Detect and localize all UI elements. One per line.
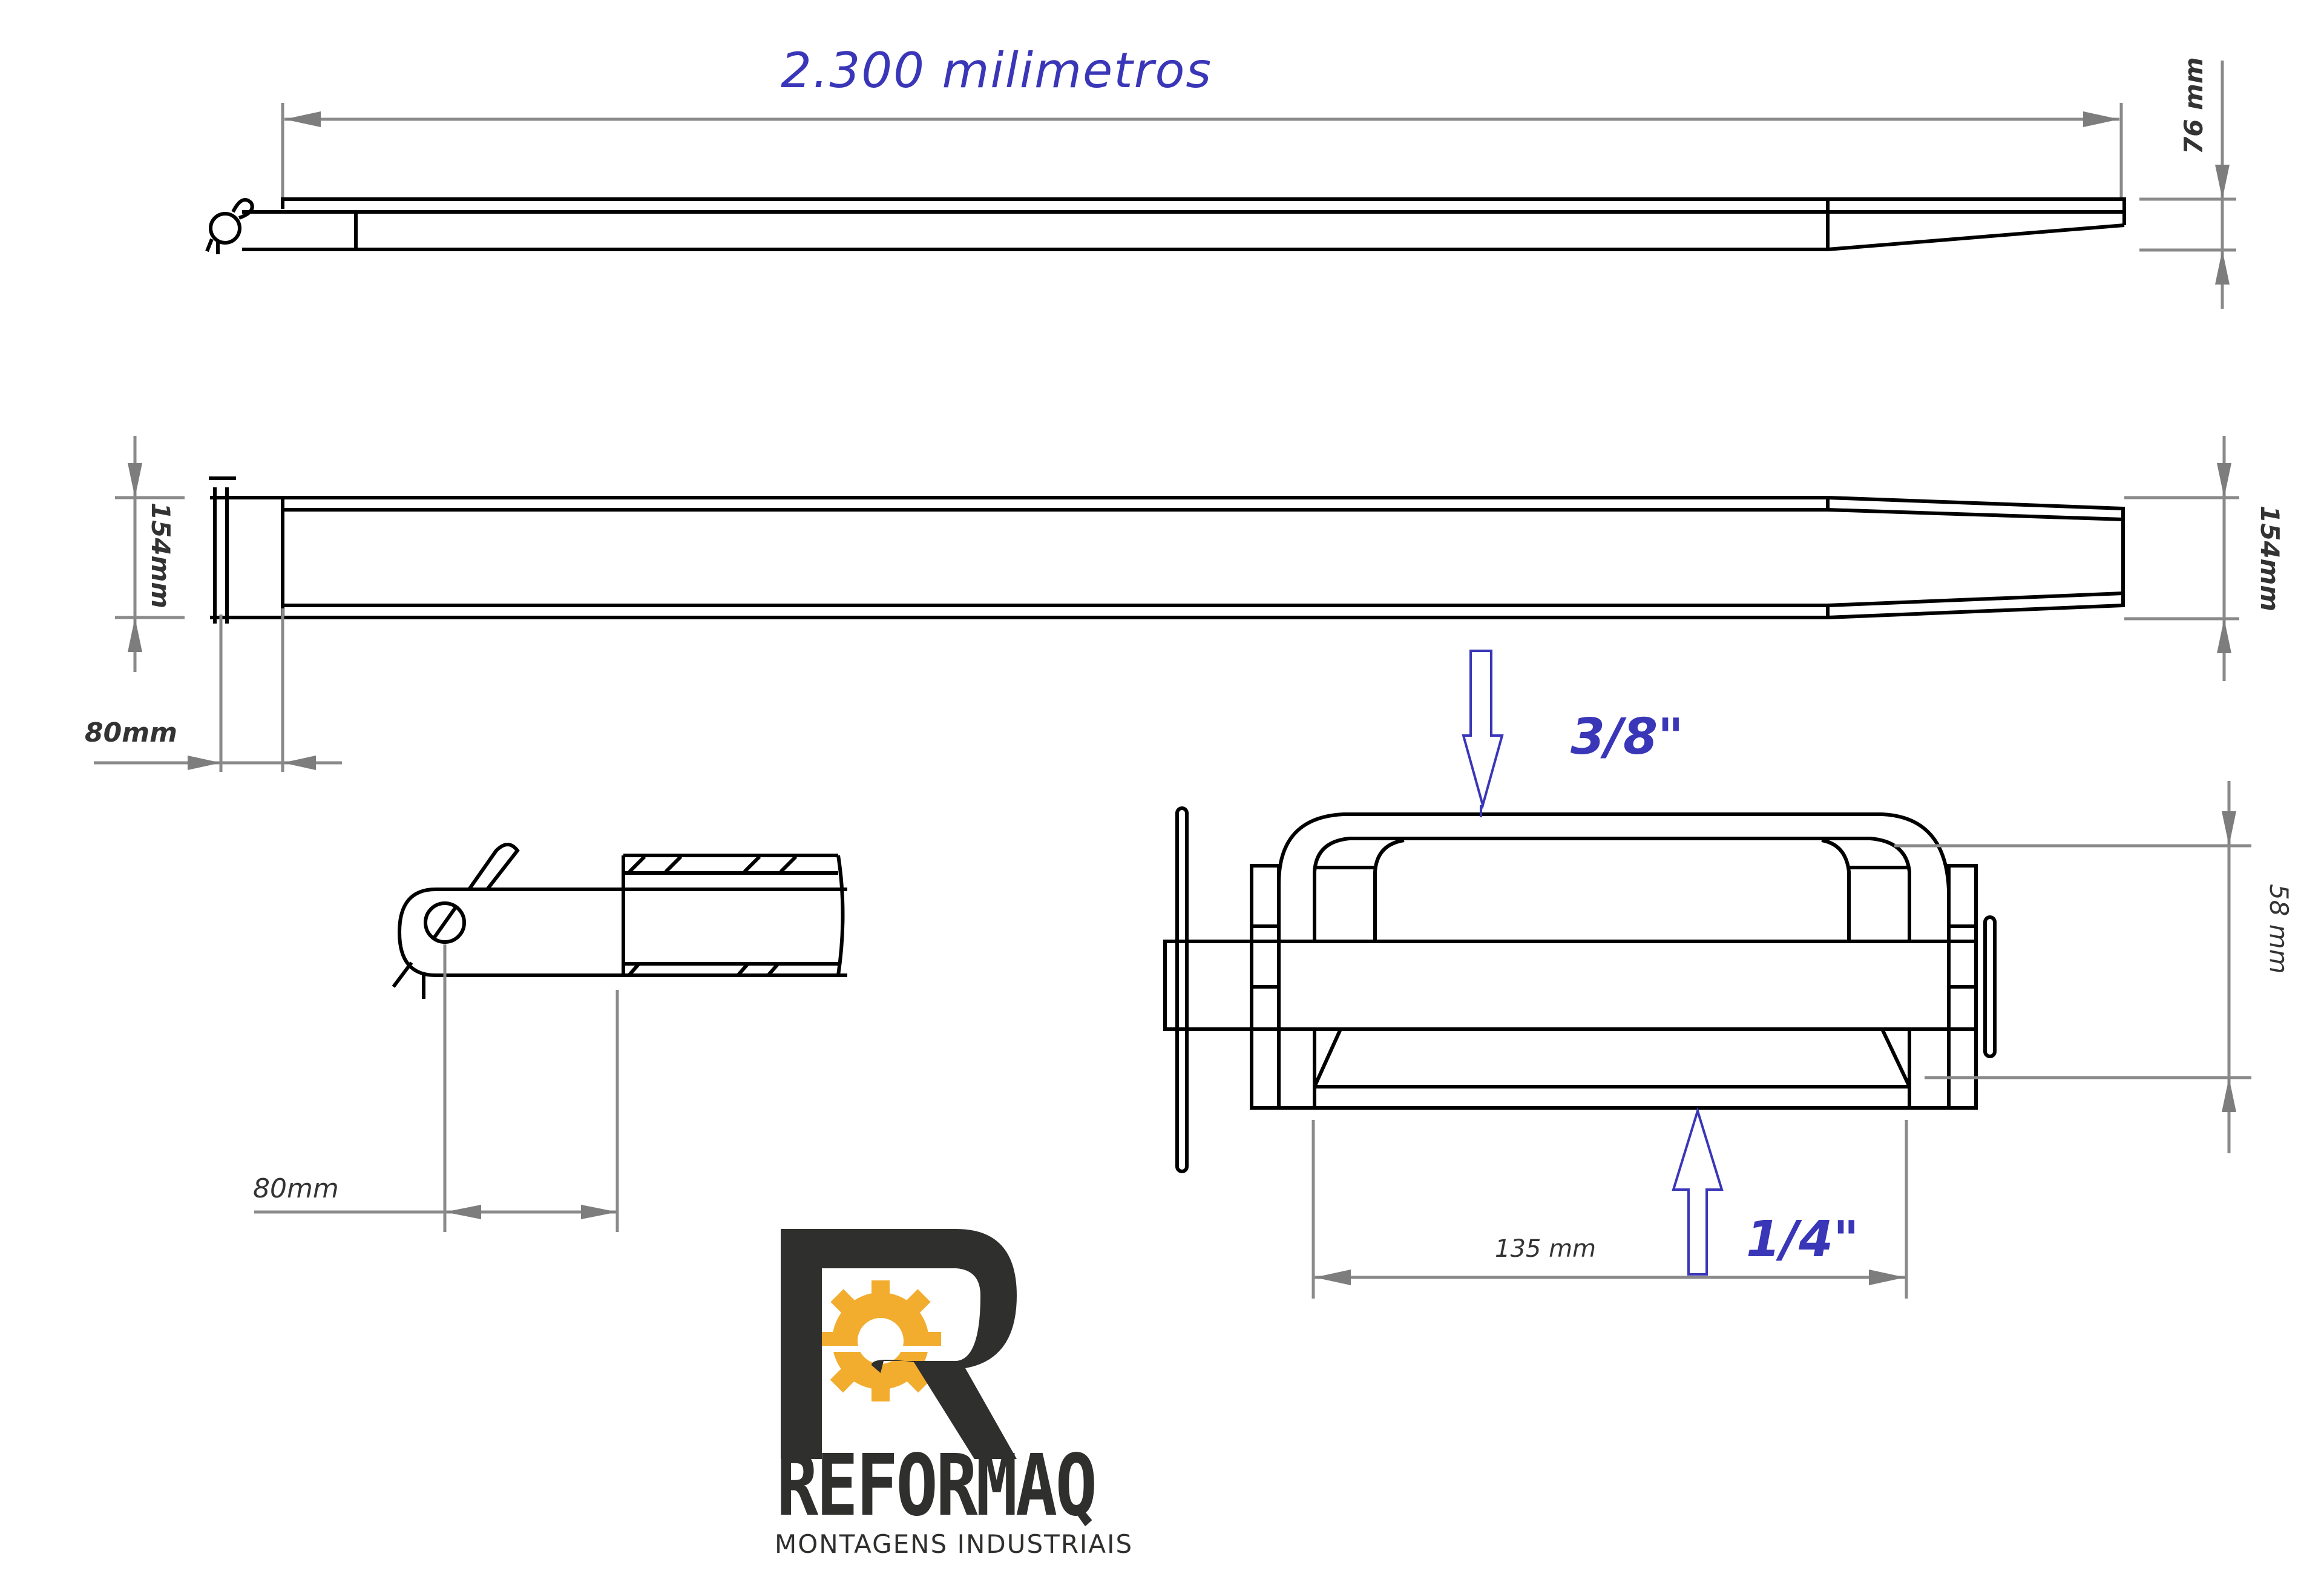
side-view xyxy=(205,61,2236,309)
fork-side-body xyxy=(205,197,2126,254)
width-154mm-right-label: 154mm xyxy=(2255,506,2285,612)
bracket-width-dimension xyxy=(1311,1120,1908,1299)
bracket-width-label: 135 mm xyxy=(1495,1235,1596,1263)
height-76mm-label: 76 mm xyxy=(2179,57,2208,154)
pin-detail-view xyxy=(254,843,847,1232)
bracket-height-label: 58 mm xyxy=(2264,884,2294,974)
width-154mm-left-label: 154mm xyxy=(146,502,176,609)
logo-wordmark: REFORMAQ xyxy=(776,1437,1097,1535)
top-thickness-label: 3/8" xyxy=(1571,708,1684,766)
bottom-thickness-arrow xyxy=(1672,1107,1724,1276)
gear-icon xyxy=(820,1280,941,1401)
length-dimension xyxy=(281,103,2123,200)
bracket-detail-view xyxy=(1163,650,2251,1299)
top-thickness-arrow xyxy=(1462,650,1504,817)
logo-tagline: MONTAGENS INDUSTRIAIS xyxy=(775,1529,1134,1559)
r-letterform xyxy=(781,1229,1017,1459)
pin-detail-offset-dimension xyxy=(254,944,619,1232)
fork-top-body xyxy=(209,476,2125,624)
bracket-height-dimension xyxy=(1894,781,2251,1153)
width-dimension-left xyxy=(115,436,185,672)
bottom-thickness-label: 1/4" xyxy=(1746,1211,1859,1268)
reformaq-logo-mark xyxy=(781,1229,1017,1459)
top-view-pin-offset-label: 80mm xyxy=(85,717,177,748)
overall-length-label: 2.300 milimetros xyxy=(781,42,1213,99)
pin-detail-offset-label: 80mm xyxy=(253,1173,339,1204)
top-view xyxy=(94,436,2239,772)
width-dimension-right xyxy=(2124,436,2239,681)
height-dimension xyxy=(2139,61,2236,309)
pin-offset-dimension xyxy=(94,608,342,772)
